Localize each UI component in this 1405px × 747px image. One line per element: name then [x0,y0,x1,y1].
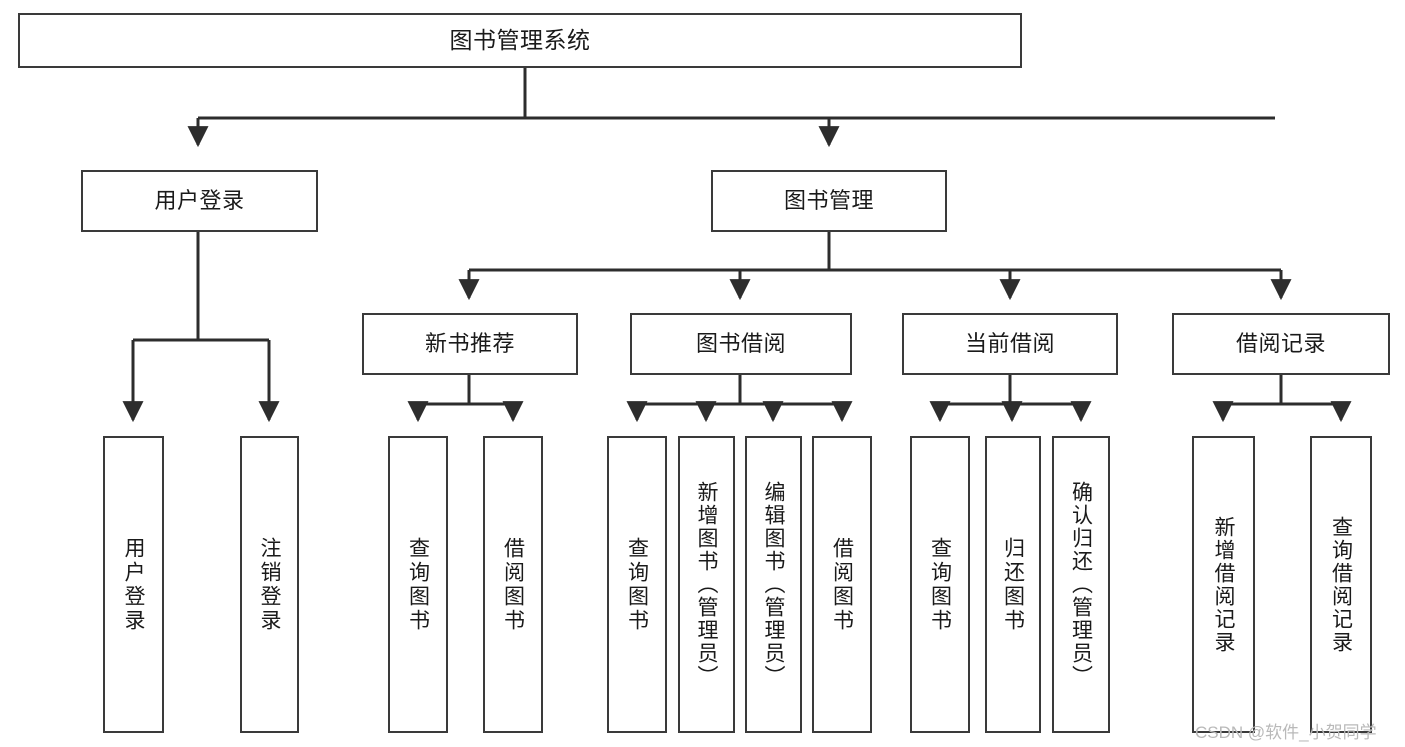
node-leaf-add-book-label: 新增图书（管理员） [695,481,718,688]
node-user-login-label: 用户登录 [154,187,245,213]
node-current-borrow-label: 当前借阅 [964,330,1055,356]
node-book-borrow-label: 图书借阅 [695,330,786,356]
node-leaf-add-record-label: 新增借阅记录 [1212,515,1235,654]
node-root-label: 图书管理系统 [449,26,591,53]
node-leaf-confirm-return[interactable]: 确认归还（管理员） [1052,436,1110,733]
node-leaf-query-book-2-label: 查询图书 [625,536,649,633]
node-leaf-query-book-1-label: 查询图书 [406,536,430,633]
node-leaf-borrow-book-2-label: 借阅图书 [830,536,854,633]
node-leaf-user-login[interactable]: 用户登录 [103,436,164,733]
node-leaf-query-book-3-label: 查询图书 [928,536,952,633]
node-leaf-logout-label: 注销登录 [258,536,281,633]
node-book-borrow[interactable]: 图书借阅 [630,313,852,375]
node-leaf-add-record[interactable]: 新增借阅记录 [1192,436,1255,733]
node-leaf-return-book[interactable]: 归还图书 [985,436,1041,733]
node-book-manage-label: 图书管理 [783,187,874,213]
node-leaf-logout[interactable]: 注销登录 [240,436,299,733]
node-leaf-query-book-3[interactable]: 查询图书 [910,436,970,733]
node-leaf-edit-book-label: 编辑图书（管理员） [762,481,785,688]
node-leaf-edit-book[interactable]: 编辑图书（管理员） [745,436,802,733]
node-user-login[interactable]: 用户登录 [81,170,318,232]
node-leaf-user-login-label: 用户登录 [122,536,145,633]
node-leaf-query-book-1[interactable]: 查询图书 [388,436,448,733]
node-borrow-record-label: 借阅记录 [1235,330,1326,356]
watermark-text: CSDN @软件_小贺同学 [1195,723,1377,742]
node-root[interactable]: 图书管理系统 [18,13,1022,68]
node-leaf-borrow-book-2[interactable]: 借阅图书 [812,436,872,733]
node-leaf-query-book-2[interactable]: 查询图书 [607,436,667,733]
node-leaf-confirm-return-label: 确认归还（管理员） [1069,481,1093,688]
node-new-book-rec-label: 新书推荐 [424,330,515,356]
node-leaf-borrow-book-1[interactable]: 借阅图书 [483,436,543,733]
node-leaf-query-record-label: 查询借阅记录 [1329,515,1353,654]
node-current-borrow[interactable]: 当前借阅 [902,313,1118,375]
node-borrow-record[interactable]: 借阅记录 [1172,313,1390,375]
node-book-manage[interactable]: 图书管理 [711,170,947,232]
node-leaf-return-book-label: 归还图书 [1001,536,1025,633]
node-leaf-add-book[interactable]: 新增图书（管理员） [678,436,735,733]
node-leaf-borrow-book-1-label: 借阅图书 [501,536,525,633]
node-new-book-rec[interactable]: 新书推荐 [362,313,578,375]
node-leaf-query-record[interactable]: 查询借阅记录 [1310,436,1372,733]
